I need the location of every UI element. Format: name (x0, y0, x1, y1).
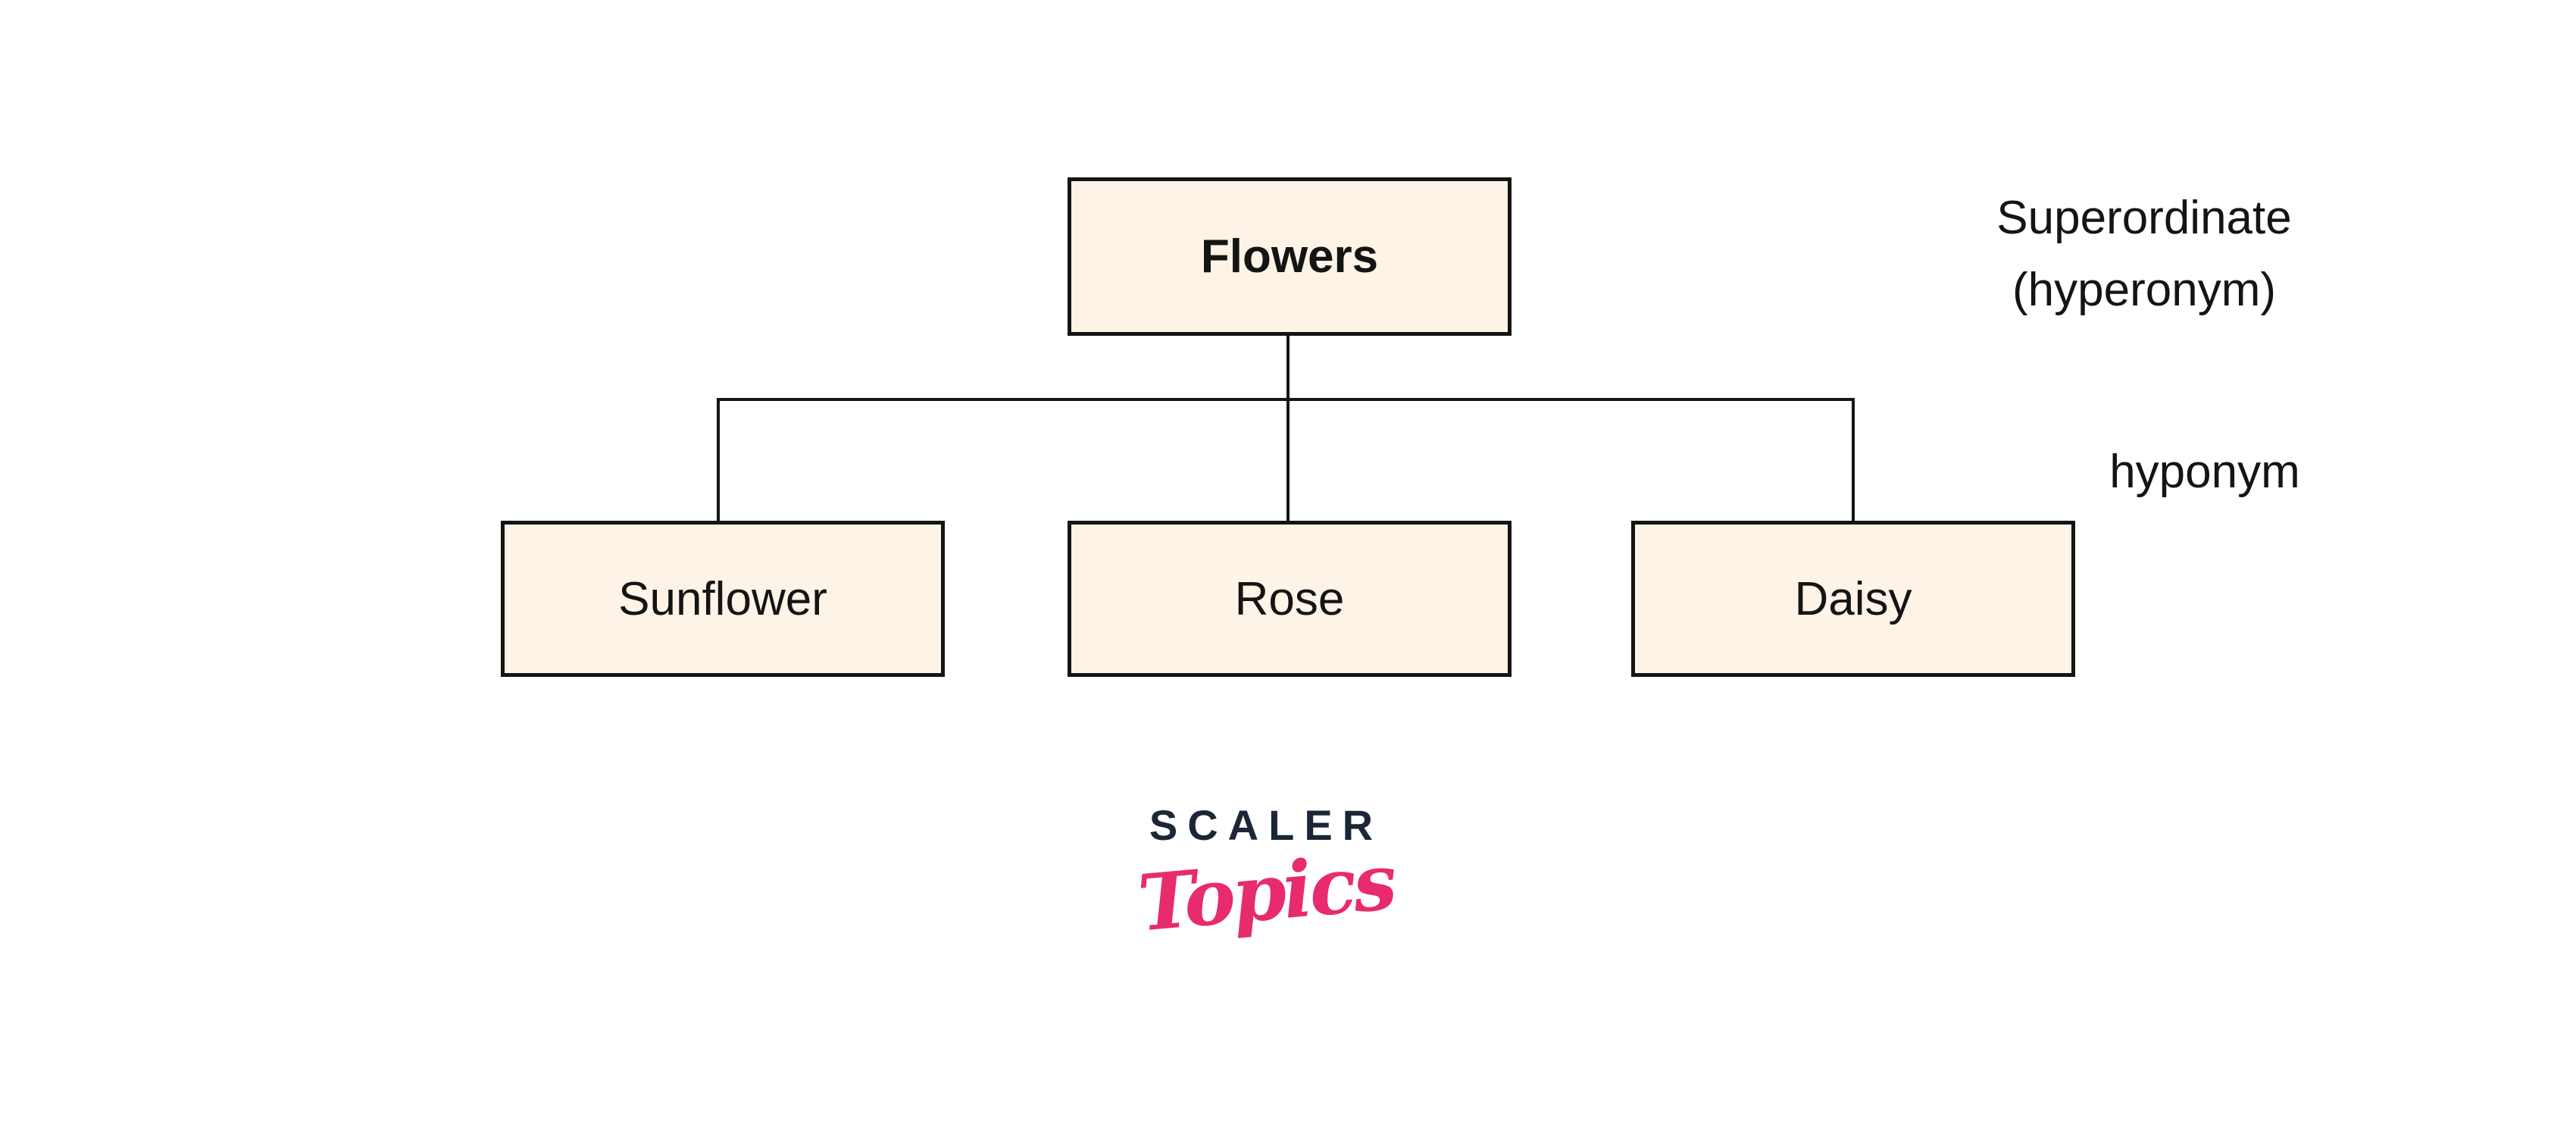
annotation-hyponym: hyponym (2015, 436, 2394, 508)
connector-root-stem (1286, 334, 1290, 401)
annotation-hyponym-label: hyponym (2109, 446, 2300, 498)
annotation-superordinate-line1: Superordinate (1996, 192, 2292, 244)
node-daisy-label: Daisy (1794, 572, 1912, 625)
node-sunflower-label: Sunflower (618, 572, 827, 625)
node-sunflower: Sunflower (501, 521, 945, 677)
node-flowers: Flowers (1068, 177, 1512, 336)
logo-product-text: Topics (1134, 836, 1398, 950)
node-daisy: Daisy (1631, 521, 2075, 677)
annotation-superordinate: Superordinate (hyperonym) (1932, 182, 2356, 326)
connector-drop-rose (1286, 399, 1290, 522)
annotation-superordinate-line2: (hyperonym) (2012, 264, 2276, 316)
node-rose-label: Rose (1234, 572, 1345, 625)
connector-drop-daisy (1852, 399, 1855, 522)
connector-drop-sunflower (717, 399, 720, 522)
scaler-topics-logo: SCALER Topics (1039, 800, 1493, 949)
logo-brand-text: SCALER (1149, 801, 1383, 849)
node-rose: Rose (1068, 521, 1512, 677)
node-flowers-label: Flowers (1200, 230, 1379, 283)
connector-horizontal-bar (717, 398, 1855, 401)
